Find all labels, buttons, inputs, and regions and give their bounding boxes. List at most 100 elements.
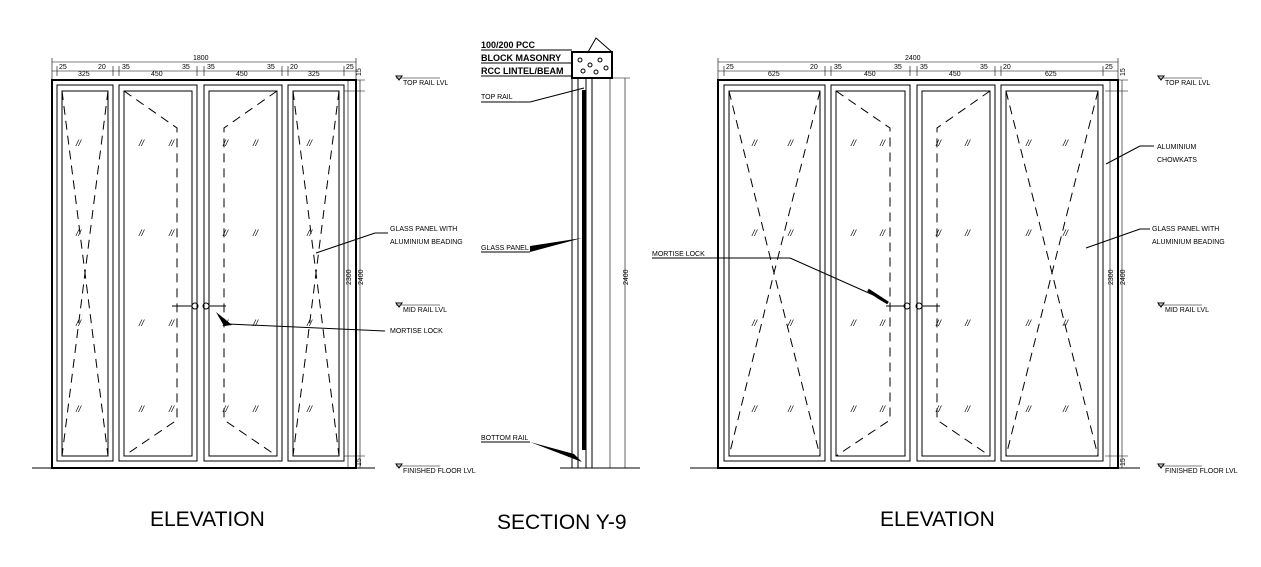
right-height-2300: 2300	[1108, 269, 1115, 285]
rw-1: 625	[768, 71, 780, 78]
right-level-markers: TOP RAIL LVL MID RAIL LVL FINISHED FLOOR…	[1157, 75, 1238, 475]
lw-7: 450	[236, 71, 248, 78]
right-level-top: TOP RAIL LVL	[1165, 80, 1210, 87]
svg-text://: //	[964, 228, 972, 238]
rw-3: 35	[834, 64, 842, 71]
svg-text://: //	[964, 404, 972, 414]
left-width-ticks	[56, 66, 345, 76]
svg-text://: //	[75, 138, 83, 148]
section-top-rail: TOP RAIL	[481, 94, 513, 101]
rw-11: 25	[1105, 64, 1113, 71]
left-height-2300: 2300	[346, 269, 353, 285]
svg-text://: //	[964, 138, 972, 148]
left-level-ffl: FINISHED FLOOR LVL	[403, 468, 476, 475]
right-chowkat-note-1: ALUMINIUM	[1157, 144, 1196, 151]
rw-5: 35	[894, 64, 902, 71]
rw-8: 35	[980, 64, 988, 71]
lw-9: 20	[290, 64, 298, 71]
svg-text://: //	[787, 318, 795, 328]
left-glass-note-1: GLASS PANEL WITH	[390, 226, 457, 233]
svg-text://: //	[935, 404, 943, 414]
svg-text://: //	[879, 228, 887, 238]
svg-text://: //	[306, 138, 314, 148]
svg-text://: //	[222, 404, 230, 414]
right-level-ffl: FINISHED FLOOR LVL	[1165, 468, 1238, 475]
svg-text://: //	[75, 404, 83, 414]
svg-text://: //	[935, 138, 943, 148]
left-level-mid: MID RAIL LVL	[403, 307, 447, 314]
svg-text://: //	[879, 404, 887, 414]
section-title: SECTION Y-9	[497, 511, 627, 534]
lw-0: 25	[59, 64, 67, 71]
svg-text://: //	[75, 228, 83, 238]
left-level-top: TOP RAIL LVL	[403, 80, 448, 87]
svg-text://: //	[222, 228, 230, 238]
svg-text://: //	[168, 318, 176, 328]
svg-text://: //	[1025, 318, 1033, 328]
svg-text://: //	[787, 228, 795, 238]
lw-6: 35	[207, 64, 215, 71]
svg-text://: //	[850, 138, 858, 148]
rw-6: 35	[920, 64, 928, 71]
svg-text://: //	[252, 228, 260, 238]
lw-5: 35	[182, 64, 190, 71]
svg-text://: //	[306, 404, 314, 414]
svg-text://: //	[879, 138, 887, 148]
svg-text://: //	[252, 318, 260, 328]
svg-text://: //	[1062, 138, 1070, 148]
right-glass-hatches: //// //// //// //// //// //// //// //// …	[751, 138, 1070, 414]
rw-9: 20	[1003, 64, 1011, 71]
svg-text://: //	[935, 318, 943, 328]
section-label-pcc: 100/200 PCC	[481, 40, 536, 50]
left-top-15a: 15	[356, 68, 363, 76]
lw-3: 35	[122, 64, 130, 71]
left-height-2400: 2400	[358, 269, 365, 285]
rw-4: 450	[864, 71, 876, 78]
svg-text://: //	[138, 228, 146, 238]
section-bottom-rail: BOTTOM RAIL	[481, 435, 528, 442]
svg-text://: //	[787, 138, 795, 148]
right-top-15: 15	[1120, 68, 1127, 76]
right-bot-15: 15	[1120, 458, 1127, 466]
svg-text://: //	[252, 138, 260, 148]
svg-text://: //	[138, 404, 146, 414]
svg-text://: //	[850, 404, 858, 414]
svg-text://: //	[1025, 228, 1033, 238]
right-level-mid: MID RAIL LVL	[1165, 307, 1209, 314]
svg-text://: //	[850, 318, 858, 328]
lw-1: 325	[78, 71, 90, 78]
svg-text://: //	[138, 138, 146, 148]
section-glass-panel: GLASS PANEL	[481, 245, 529, 252]
svg-text://: //	[1062, 228, 1070, 238]
right-glass-note-1: GLASS PANEL WITH	[1152, 226, 1219, 233]
rw-7: 450	[949, 71, 961, 78]
svg-text://: //	[168, 138, 176, 148]
svg-text://: //	[252, 404, 260, 414]
right-elevation: 2400 25 625 20 35 450 35 35 450 35 20 62…	[652, 55, 1238, 531]
lintel-hatch	[577, 57, 609, 75]
left-glass-note-2: ALUMINIUM BEADING	[390, 239, 463, 246]
left-glass-hatches: // // // // // // // // // // // // // // // // /…	[75, 138, 314, 414]
lw-11: 25	[346, 64, 354, 71]
svg-text://: //	[935, 228, 943, 238]
rw-10: 625	[1045, 71, 1057, 78]
lw-8: 35	[267, 64, 275, 71]
rw-0: 25	[726, 64, 734, 71]
left-bot-15a: 15	[356, 458, 363, 466]
svg-text://: //	[1025, 404, 1033, 414]
svg-text://: //	[787, 404, 795, 414]
svg-text://: //	[168, 228, 176, 238]
section-label-masonry: BLOCK MASONRY	[481, 53, 561, 63]
left-level-markers: TOP RAIL LVL MID RAIL LVL FINISHED FLOOR…	[395, 75, 476, 475]
left-elevation: 1800 25 325 20 35 450 35 35 450 35 20 32…	[32, 55, 476, 531]
left-overall-width: 1800	[193, 55, 209, 62]
left-lock-note: MORTISE LOCK	[390, 328, 443, 335]
svg-text://: //	[879, 318, 887, 328]
lw-10: 325	[308, 71, 320, 78]
svg-text://: //	[306, 318, 314, 328]
section-y9: 2400 100/200 PCC BLOCK MASONRY RCC LINTE…	[481, 37, 640, 534]
svg-text://: //	[1062, 318, 1070, 328]
svg-text://: //	[964, 318, 972, 328]
svg-text://: //	[850, 228, 858, 238]
